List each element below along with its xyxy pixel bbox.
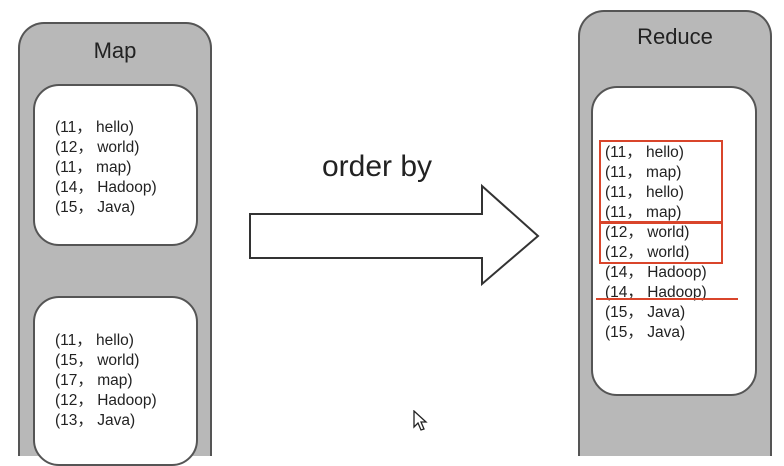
map-title: Map (93, 38, 137, 63)
order-by-label: order by (322, 150, 433, 183)
map1-line: (11， hello) (55, 119, 134, 136)
map1-line: (12， world) (55, 139, 140, 156)
map-card-1 (33, 84, 198, 246)
map1-line: (15， Java) (55, 199, 136, 216)
map2-line: (17， map) (55, 372, 133, 389)
reduce-line: (11， map) (605, 204, 682, 221)
group-12-highlight (599, 222, 723, 264)
reduce-line: (15， Java) (605, 324, 686, 341)
map2-line: (13， Java) (55, 412, 136, 429)
arrow-right-icon (249, 183, 540, 287)
reduce-title: Reduce (637, 24, 713, 49)
reduce-line: (11， map) (605, 164, 682, 181)
reduce-card (591, 86, 757, 396)
hadoop-underline (596, 298, 738, 300)
map-card-2 (33, 296, 198, 466)
map2-line: (15， world) (55, 352, 140, 369)
map2-line: (12， Hadoop) (55, 392, 157, 409)
map1-line: (14， Hadoop) (55, 179, 157, 196)
map1-line: (11， map) (55, 159, 132, 176)
group-11-highlight (599, 140, 723, 223)
map2-line: (11， hello) (55, 332, 134, 349)
reduce-line: (14， Hadoop) (605, 264, 707, 281)
reduce-line: (14， Hadoop) (605, 284, 707, 301)
reduce-line: (12， world) (605, 244, 690, 261)
mouse-cursor-icon (413, 410, 428, 431)
reduce-line: (12， world) (605, 224, 690, 241)
reduce-line: (15， Java) (605, 304, 686, 321)
reduce-line: (11， hello) (605, 144, 684, 161)
reduce-line: (11， hello) (605, 184, 684, 201)
